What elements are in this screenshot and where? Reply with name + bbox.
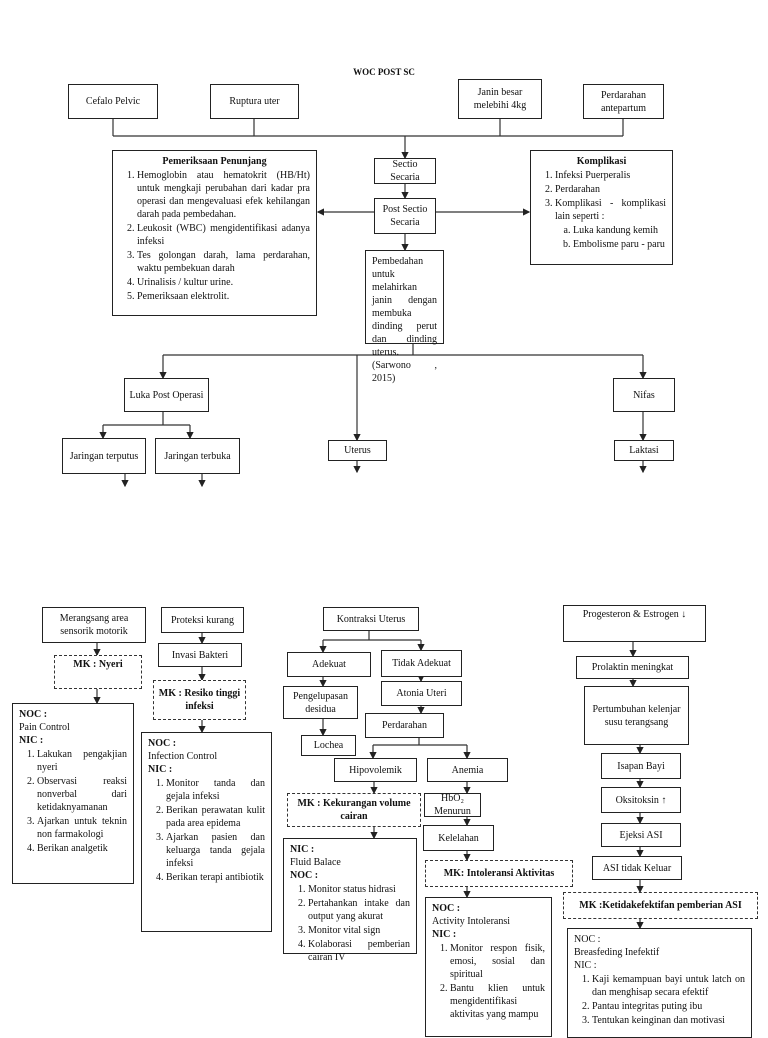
pengelupasan-box: Pengelupasan desidua xyxy=(283,686,358,719)
tidak-adekuat-box: Tidak Adekuat xyxy=(381,650,462,677)
list-item: Ajarkan untuk teknin non farmakologi xyxy=(37,815,127,841)
post-sectio-box: Post Sectio Secaria xyxy=(374,198,436,234)
mk-nyeri-box: MK : Nyeri xyxy=(54,655,142,689)
oksitoksin-box: Oksitoksin ↑ xyxy=(601,787,681,813)
pemeriksaan-penunjang-box: Pemeriksaan Penunjang Hemoglobin atau he… xyxy=(112,150,317,316)
luka-post-operasi-box: Luka Post Operasi xyxy=(124,378,209,412)
list-item: Berikan analgetik xyxy=(37,842,127,855)
list-item: Infeksi Puerperalis xyxy=(555,169,666,182)
mk-kekurangan-cairan-box: MK : Kekurangan volume cairan xyxy=(287,793,421,827)
infeksi-intervention-box: NOC : Infection Control NIC : Monitor ta… xyxy=(141,732,272,932)
laktasi-box: Laktasi xyxy=(614,440,674,461)
kelelahan-box: Kelelahan xyxy=(423,825,494,851)
komplikasi-heading: Komplikasi xyxy=(576,156,627,167)
list-item: Monitor respon fisik, emosi, sosial dan … xyxy=(450,942,545,981)
prolaktin-box: Prolaktin meningkat xyxy=(576,656,689,679)
nic-label: NIC : xyxy=(19,735,44,746)
sub-item: Embolisme paru - paru xyxy=(573,238,666,251)
list-item: Tes golongan darah, lama perdarahan, wak… xyxy=(137,249,310,275)
nic-label: NIC : xyxy=(574,960,597,971)
mk-ketidakefektifan-asi-box: MK :Ketidakefektifan pemberian ASI xyxy=(563,892,758,919)
asi-intervention-box: NOC : Breasfeding Inefektif NIC : Kaji k… xyxy=(567,928,752,1038)
cause-ruptura-uter: Ruptura uter xyxy=(210,84,299,119)
nifas-box: Nifas xyxy=(613,378,675,412)
list-item: Observasi reaksi nonverbal dari ketidakn… xyxy=(37,775,127,814)
noc-value: Pain Control xyxy=(19,722,70,733)
definition-box: Pembedahan untuk melahirkan janin dengan… xyxy=(365,250,444,384)
noc-label: NOC : xyxy=(148,738,177,749)
list-item: Bantu klien untuk mengidentifikasi aktiv… xyxy=(450,982,545,1021)
cause-perdarahan-antepartum: Perdarahan antepartum xyxy=(583,84,664,119)
asi-tidak-keluar-box: ASI tidak Keluar xyxy=(592,856,682,880)
list-item: Perdarahan xyxy=(555,183,666,196)
noc-label: NOC : xyxy=(574,934,601,945)
noc-label: NOC : xyxy=(290,870,319,881)
nic-label: NIC : xyxy=(148,764,173,775)
uterus-box: Uterus xyxy=(328,440,387,461)
jaringan-terbuka-box: Jaringan terbuka xyxy=(155,438,240,474)
list-item: Hemoglobin atau hematokrit (HB/Ht) untuk… xyxy=(137,169,310,221)
mk-resiko-infeksi-box: MK : Resiko tinggi infeksi xyxy=(153,680,246,720)
aktivitas-intervention-box: NOC : Activity Intoleransi NIC : Monitor… xyxy=(425,897,552,1037)
list-item: Kolaborasi pemberian cairan IV xyxy=(308,938,410,964)
list-item: Komplikasi - komplikasi lain seperti : L… xyxy=(555,197,666,251)
list-item: Urinalisis / kultur urine. xyxy=(137,276,310,289)
noc-value: Infection Control xyxy=(148,751,218,762)
mk-intoleransi-aktivitas-box: MK: Intoleransi Aktivitas xyxy=(425,860,573,887)
adekuat-box: Adekuat xyxy=(287,652,371,677)
diagram-title: WOC POST SC xyxy=(353,67,415,77)
list-item: Lakukan pengakjian nyeri xyxy=(37,748,127,774)
cause-cefalo-pelvic: Cefalo Pelvic xyxy=(68,84,158,119)
list-item: Pertahankan intake dan output yang akura… xyxy=(308,897,410,923)
list-item: Leukosit (WBC) mengidentifikasi adanya i… xyxy=(137,222,310,248)
jaringan-terputus-box: Jaringan terputus xyxy=(62,438,146,474)
sub-item: Luka kandung kemih xyxy=(573,224,666,237)
noc-label: NOC : xyxy=(432,903,461,914)
noc-label: NOC : xyxy=(19,709,48,720)
list-item: Tentukan keinginan dan motivasi xyxy=(592,1014,745,1027)
cairan-intervention-box: NIC : Fluid Balace NOC : Monitor status … xyxy=(283,838,417,963)
hipovolemik-box: Hipovolemik xyxy=(334,758,417,782)
cause-janin-besar: Janin besar melebihi 4kg xyxy=(458,79,542,119)
progesteron-box: Progesteron & Estrogen ↓ xyxy=(563,605,706,642)
nic-value: Fluid Balace xyxy=(290,857,341,868)
list-item: Berikan perawatan kulit pada area epidem… xyxy=(166,804,265,830)
nyeri-intervention-box: NOC : Pain Control NIC : Lakukan pengakj… xyxy=(12,703,134,884)
list-item: Pantau integritas puting ibu xyxy=(592,1000,745,1013)
list-item: Monitor tanda dan gejala infeksi xyxy=(166,777,265,803)
perdarahan-box: Perdarahan xyxy=(365,713,444,738)
list-item: Ajarkan pasien dan keluarga tanda gejala… xyxy=(166,831,265,870)
list-item-text: Komplikasi - komplikasi lain seperti : xyxy=(555,198,666,222)
pemeriksaan-heading: Pemeriksaan Penunjang xyxy=(162,156,267,167)
list-item: Kaji kemampuan bayi untuk latch on dan m… xyxy=(592,973,745,999)
sectio-secaria-box: Sectio Secaria xyxy=(374,158,436,184)
noc-value: Activity Intoleransi xyxy=(432,916,511,927)
anemia-box: Anemia xyxy=(427,758,508,782)
isapan-bayi-box: Isapan Bayi xyxy=(601,753,681,779)
list-item: Berikan terapi antibiotik xyxy=(166,871,265,884)
ejeksi-asi-box: Ejeksi ASI xyxy=(601,823,681,847)
list-item: Monitor status hidrasi xyxy=(308,883,410,896)
list-item: Monitor vital sign xyxy=(308,924,410,937)
pertumbuhan-box: Pertumbuhan kelenjar susu terangsang xyxy=(584,686,689,745)
merangsang-box: Merangsang area sensorik motorik xyxy=(42,607,146,643)
nic-label: NIC : xyxy=(290,844,315,855)
nic-label: NIC : xyxy=(432,929,457,940)
invasi-bakteri-box: Invasi Bakteri xyxy=(158,643,242,667)
komplikasi-box: Komplikasi Infeksi Puerperalis Perdaraha… xyxy=(530,150,673,265)
noc-value: Breasfeding Inefektif xyxy=(574,947,660,958)
atonia-uteri-box: Atonia Uteri xyxy=(381,681,462,706)
hbo2-menurun-box: HbO₂ Menurun xyxy=(424,793,481,817)
kontraksi-uterus-box: Kontraksi Uterus xyxy=(323,607,419,631)
list-item: Pemeriksaan elektrolit. xyxy=(137,290,310,303)
proteksi-kurang-box: Proteksi kurang xyxy=(161,607,244,633)
lochea-box: Lochea xyxy=(301,735,356,756)
